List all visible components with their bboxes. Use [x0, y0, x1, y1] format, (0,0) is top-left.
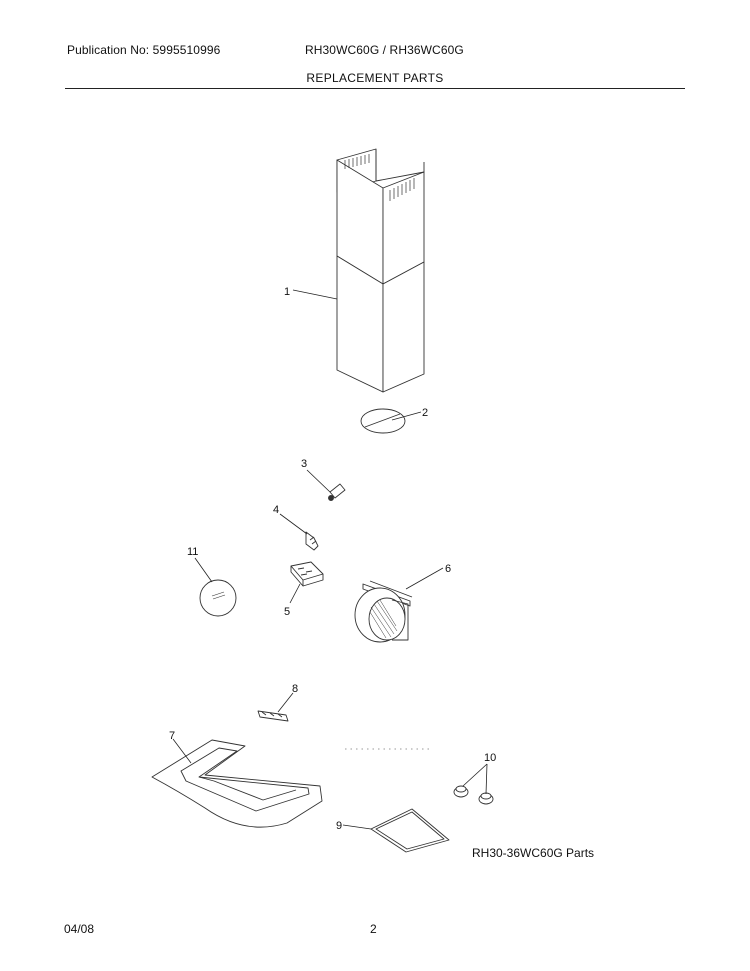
page-number: 2: [370, 922, 377, 936]
leader-5: [289, 583, 301, 604]
callout-11: 11: [187, 546, 198, 558]
leader-8: [277, 692, 294, 713]
part-glass-canopy: [151, 739, 323, 828]
leader-1: [292, 289, 338, 300]
callout-8: 8: [292, 683, 298, 695]
leader-11: [194, 557, 213, 583]
leader-2: [391, 411, 422, 421]
part-chimney-cover: [336, 148, 425, 393]
callout-2: 2: [422, 407, 428, 419]
page-title: REPLACEMENT PARTS: [306, 71, 444, 85]
leader-9: [342, 824, 372, 830]
footer-date: 04/08: [64, 922, 95, 936]
leader-7: [172, 738, 192, 764]
header-divider: [65, 88, 685, 89]
model-numbers: RH30WC60G / RH36WC60G: [305, 43, 464, 57]
callout-1: 1: [284, 286, 290, 298]
callout-10: 10: [484, 752, 496, 764]
callout-7: 7: [169, 730, 175, 742]
callout-3: 3: [301, 458, 307, 470]
callout-4: 4: [273, 504, 279, 516]
diagram-caption: RH30-36WC60G Parts: [472, 846, 595, 860]
leader-10b: [485, 763, 488, 795]
part-lamp-holder: [328, 483, 346, 501]
publication-number: Publication No: 5995510996: [67, 43, 221, 57]
callout-5: 5: [284, 606, 290, 618]
callout-6: 6: [445, 563, 451, 575]
part-knobs: [453, 785, 494, 805]
part-control-board: [290, 561, 324, 587]
leader-6: [405, 567, 444, 590]
leader-4: [279, 513, 308, 535]
part-switch: [305, 531, 319, 551]
part-light-cover: [199, 579, 237, 617]
part-cap: [360, 408, 406, 434]
leader-10a: [462, 763, 488, 787]
part-blower: [354, 580, 413, 643]
leader-3: [306, 469, 331, 493]
callout-9: 9: [336, 820, 342, 832]
part-filter: [370, 808, 450, 853]
part-bracket: [257, 710, 289, 722]
